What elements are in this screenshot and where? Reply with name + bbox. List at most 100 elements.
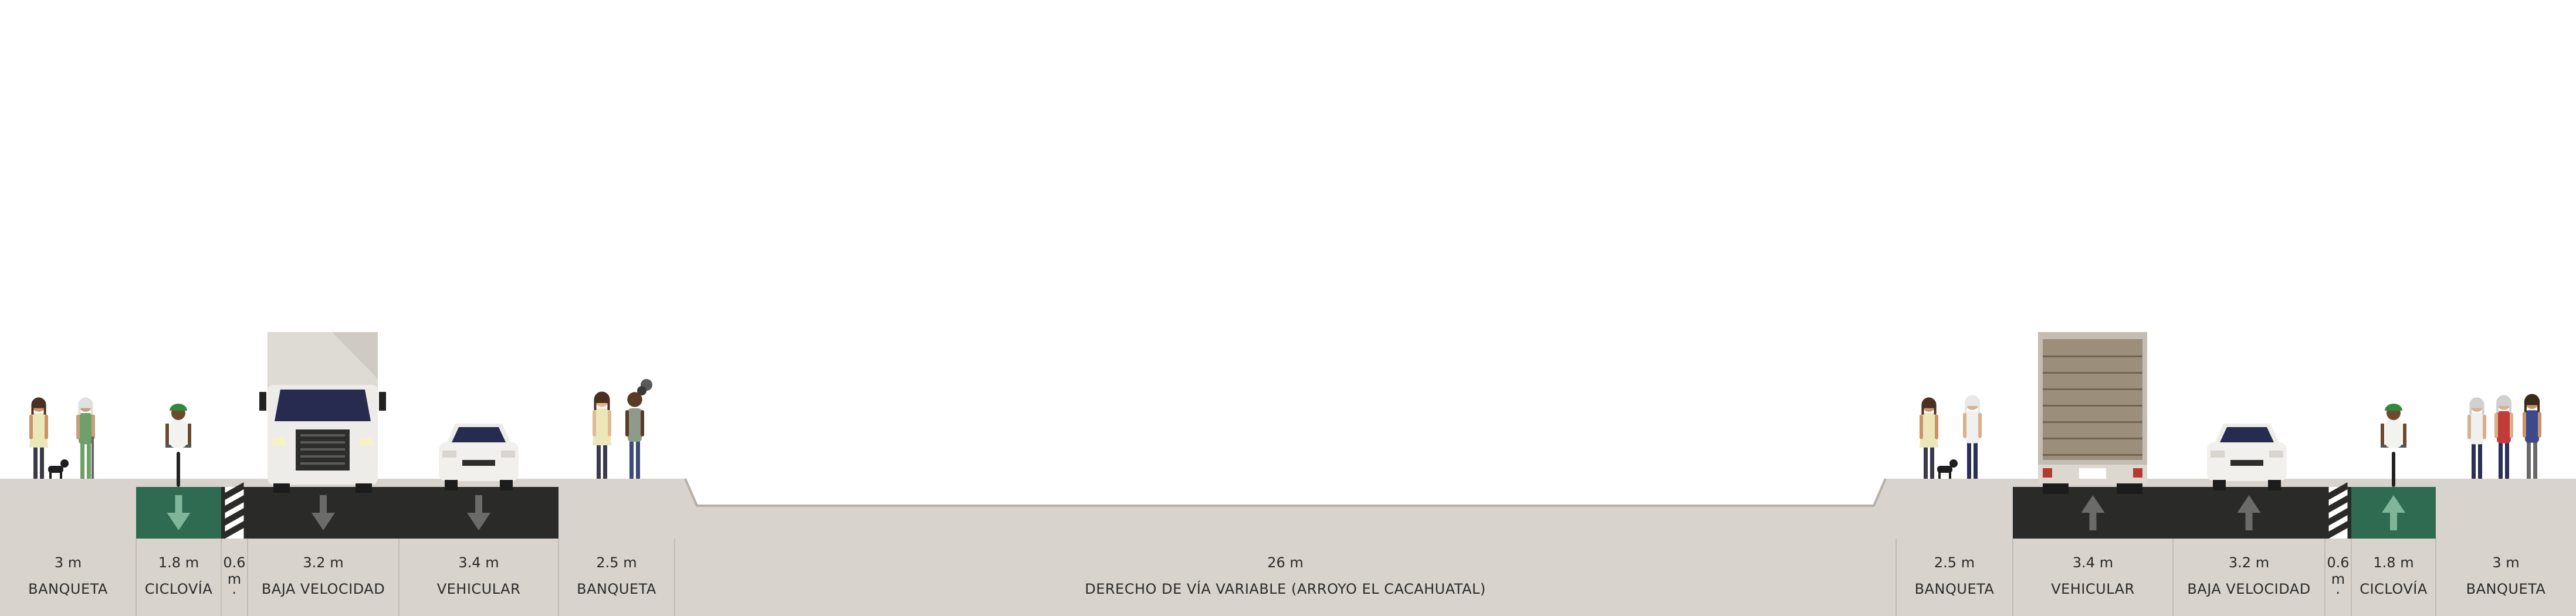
person-elderly-walker	[76, 397, 95, 479]
channel-surface	[675, 479, 1896, 539]
car-tire	[445, 480, 458, 490]
person-leg	[87, 442, 91, 479]
truck-door-panel-line	[2043, 454, 2142, 456]
separator-stripe	[225, 482, 244, 500]
person-leg	[629, 439, 634, 479]
person-hair	[78, 397, 93, 415]
person-man-with-balloons	[625, 392, 644, 479]
segment-width-label: 1.8 m	[2373, 554, 2414, 571]
person-torso	[1965, 411, 1979, 444]
person-leg	[80, 442, 84, 479]
segment-divider	[2172, 539, 2174, 616]
separator-stripe	[2328, 521, 2348, 539]
segment-11	[2324, 479, 2351, 616]
person-arm	[29, 414, 33, 439]
separator-stripe	[225, 508, 244, 526]
segment-name-label: .	[2335, 581, 2341, 597]
segment-width-label: 3 m	[54, 554, 82, 571]
segment-13	[2435, 479, 2576, 616]
curb	[2173, 479, 2325, 487]
car-rear	[2207, 424, 2287, 490]
segment-width-label: 3.4 m	[458, 554, 499, 571]
sidewalk-surface	[1896, 479, 2013, 539]
car-tire	[500, 480, 513, 490]
sidewalk-surface	[2436, 479, 2576, 539]
person-torso	[2470, 413, 2484, 445]
segment-2	[136, 479, 221, 616]
person-hair	[2524, 394, 2540, 412]
person-torso	[628, 408, 642, 442]
car-light	[442, 451, 456, 458]
car-tire	[2213, 480, 2226, 490]
person-arm	[593, 410, 596, 436]
cyclist-icon	[165, 404, 191, 487]
dog-leg	[49, 472, 52, 479]
truck-door-panel-line	[2043, 388, 2142, 390]
dog-head	[1949, 459, 1958, 468]
segment-divider	[2351, 539, 2352, 616]
ground-band	[0, 539, 2576, 616]
person-woman-red-jacket	[2494, 395, 2513, 479]
dog-head	[60, 459, 69, 468]
person-arm	[2538, 412, 2541, 438]
segment-1	[0, 479, 136, 539]
truck-mirror	[379, 392, 386, 411]
person-arm	[2510, 412, 2513, 438]
person-hair	[2496, 395, 2511, 413]
segment-width-label: 3.2 m	[2228, 554, 2270, 571]
channel-edge	[684, 478, 1887, 507]
box-truck-rear	[2038, 332, 2147, 494]
truck-grille-slat	[300, 448, 345, 451]
dog-body	[1937, 466, 1952, 473]
segment-name-label: DERECHO DE VÍA VARIABLE (ARROYO EL CACAH…	[1085, 581, 1486, 597]
person-woman-standing	[593, 391, 611, 479]
person-torso	[2497, 411, 2511, 444]
person-leg	[597, 439, 601, 479]
direction-arrow-shaft	[175, 495, 182, 513]
truck-box-shade	[332, 332, 378, 379]
direction-arrow-shaft	[2390, 513, 2397, 530]
direction-arrow-shaft	[475, 495, 482, 513]
person-leg	[1974, 441, 1978, 479]
person-arm	[1963, 412, 1966, 438]
segment-divider	[221, 539, 222, 616]
segment-width-label: 3 m	[2492, 554, 2520, 571]
truck-grille-slat	[300, 434, 345, 436]
car-front	[439, 424, 519, 490]
segment-name-label: BANQUETA	[1914, 581, 1995, 597]
car-light	[501, 451, 515, 458]
cyclist-arm	[2403, 424, 2406, 445]
direction-arrow-shaft	[2245, 513, 2253, 530]
dog-leg	[1949, 472, 1951, 479]
person-leg	[33, 442, 38, 479]
segment-divider	[1895, 539, 1897, 616]
person-arm	[76, 414, 80, 439]
truck-door-panel-line	[2043, 421, 2142, 423]
truck-windshield	[275, 390, 371, 421]
car-light	[2269, 451, 2283, 458]
person-leg	[40, 442, 44, 479]
segment-12	[2351, 479, 2436, 616]
person-leg	[2478, 442, 2482, 479]
segment-divider	[558, 539, 559, 616]
segment-divider	[247, 539, 248, 616]
truck-grille-slat	[300, 441, 345, 444]
segment-8	[1895, 479, 2013, 616]
person-dress	[29, 413, 48, 448]
truck-rear-door	[2043, 339, 2142, 460]
dog-leg	[60, 472, 62, 479]
truck-door-panel-line	[2043, 372, 2142, 374]
segment-3	[221, 479, 248, 616]
person-hair	[2469, 397, 2484, 415]
car-windshield	[2220, 427, 2274, 442]
segment-width-label: 3.2 m	[303, 554, 344, 571]
person-man-walking	[1963, 395, 1982, 479]
car-windshield	[452, 427, 506, 442]
segment-width-label: 0.6 m	[223, 554, 246, 587]
car-tire	[2268, 480, 2281, 490]
person-leg	[2533, 440, 2537, 479]
person-torso	[2525, 410, 2539, 443]
person-leg	[636, 439, 640, 479]
segment-divider	[136, 539, 137, 616]
